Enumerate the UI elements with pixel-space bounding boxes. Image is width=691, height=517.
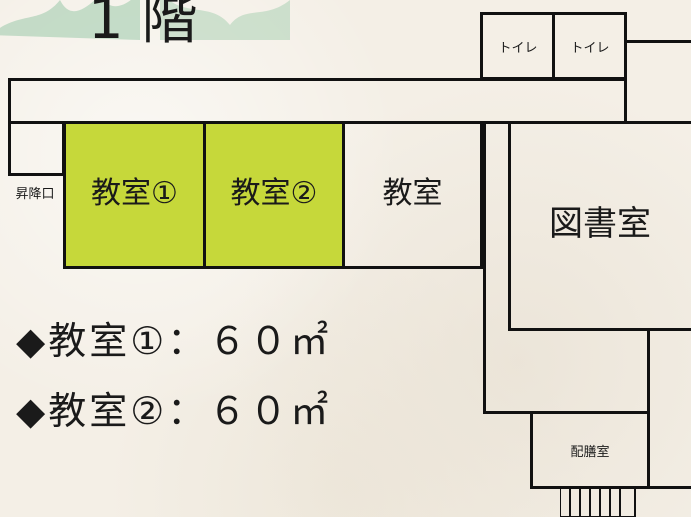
right-wall: [647, 329, 650, 489]
library-label: 図書室: [549, 203, 651, 244]
classroom-3: [342, 121, 483, 269]
floor-title: 1階: [88, 0, 216, 52]
lift-label: 昇降口: [15, 186, 55, 202]
serving-room-label: 配膳室: [570, 444, 610, 460]
legend-classroom-2: ◆教室②：６０㎡: [16, 389, 332, 433]
classroom-1: [63, 121, 206, 269]
lift-area: [8, 121, 65, 176]
toilet-1-label: トイレ: [498, 40, 538, 56]
classroom-3-label: 教室: [382, 176, 443, 211]
toilet-2-label: トイレ: [570, 40, 610, 56]
toilet-divider: [552, 12, 555, 80]
hall-wall-bottom: [483, 411, 533, 414]
library: [508, 121, 691, 331]
corridor: [8, 78, 627, 124]
stairs: [560, 487, 636, 517]
classroom-2-label: 教室②: [230, 176, 318, 211]
hall-wall-left: [483, 121, 486, 414]
right-wall-ext: [647, 486, 691, 489]
wall-segment: [624, 40, 691, 43]
classroom-1-label: 教室①: [91, 176, 178, 211]
legend-classroom-1: ◆教室①：６０㎡: [16, 319, 332, 363]
brush-decoration: [0, 0, 290, 40]
classroom-2: [203, 121, 345, 269]
